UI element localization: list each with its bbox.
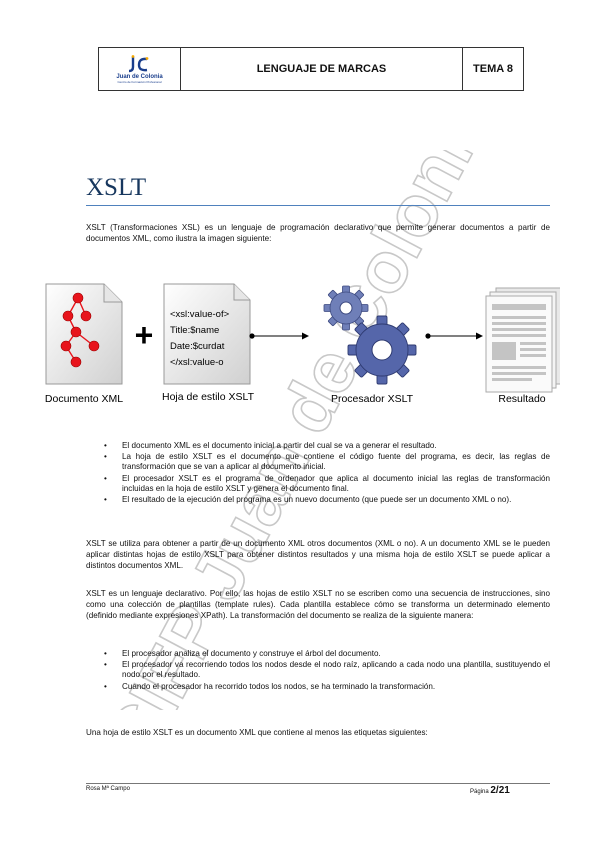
component-list: El documento XML es el documento inicial… (86, 441, 550, 506)
xsl-stylesheet-icon: <xsl:value-of> Title:$name Date:$curdat … (163, 283, 251, 385)
xsl-line-4: </xsl:value-o (170, 357, 224, 368)
footer-page-number: Página 2/21 (470, 785, 510, 796)
school-logo: Juan de Colonia Centro de Formación Prof… (99, 48, 181, 90)
page-header: Juan de Colonia Centro de Formación Prof… (98, 47, 524, 91)
label-xsl-stylesheet: Hoja de estilo XSLT (162, 391, 255, 403)
label-xslt-processor: Procesador XSLT (331, 393, 414, 405)
xsl-line-3: Date:$curdat (170, 341, 225, 352)
result-documents-icon (485, 287, 560, 393)
list-item: La hoja de estilo XSLT es el documento q… (86, 452, 550, 472)
xslt-diagram: + <xsl:value-of> Title:$name Date:$curda… (45, 283, 560, 405)
xml-document-icon (45, 283, 123, 385)
paragraph-declarative: XSLT es un lenguaje declarativo. Por ell… (86, 589, 550, 620)
list-item: El documento XML es el documento inicial… (86, 441, 550, 451)
transformation-steps-list: El procesador analiza el documento y con… (86, 649, 550, 693)
logo-name: Juan de Colonia (116, 73, 163, 80)
list-item: El procesador XSLT es el programa de ord… (86, 474, 550, 494)
list-item: El procesador analiza el documento y con… (86, 649, 550, 659)
page-title: XSLT (86, 174, 147, 201)
label-result: Resultado (498, 393, 545, 405)
list-item: El resultado de la ejecución del program… (86, 495, 550, 505)
paragraph-stylesheet-tags: Una hoja de estilo XSLT es un documento … (86, 728, 428, 737)
footer-rule (86, 783, 550, 784)
header-title: LENGUAJE DE MARCAS (181, 48, 463, 90)
label-xml-document: Documento XML (45, 393, 123, 405)
logo-mark-icon (128, 54, 148, 72)
title-rule (86, 205, 550, 206)
list-item: El procesador va recorriendo todos los n… (86, 660, 550, 680)
xsl-line-2: Title:$name (170, 325, 219, 336)
header-tema: TEMA 8 (473, 63, 513, 75)
list-item: Cuando el procesador ha recorrido todos … (86, 682, 550, 692)
xsl-line-1: <xsl:value-of> (170, 309, 230, 320)
page-label: Página (470, 789, 489, 795)
plus-sign: + (135, 317, 154, 353)
page-num: 2/21 (490, 785, 510, 796)
footer-author: Rosa Mª Campo (86, 786, 130, 792)
processor-gears-icon (323, 285, 417, 385)
paragraph-usage: XSLT se utiliza para obtener a partir de… (86, 539, 550, 570)
intro-paragraph: XSLT (Transformaciones XSL) es un lengua… (86, 223, 550, 243)
logo-subtitle: Centro de Formación Profesional (117, 79, 162, 84)
